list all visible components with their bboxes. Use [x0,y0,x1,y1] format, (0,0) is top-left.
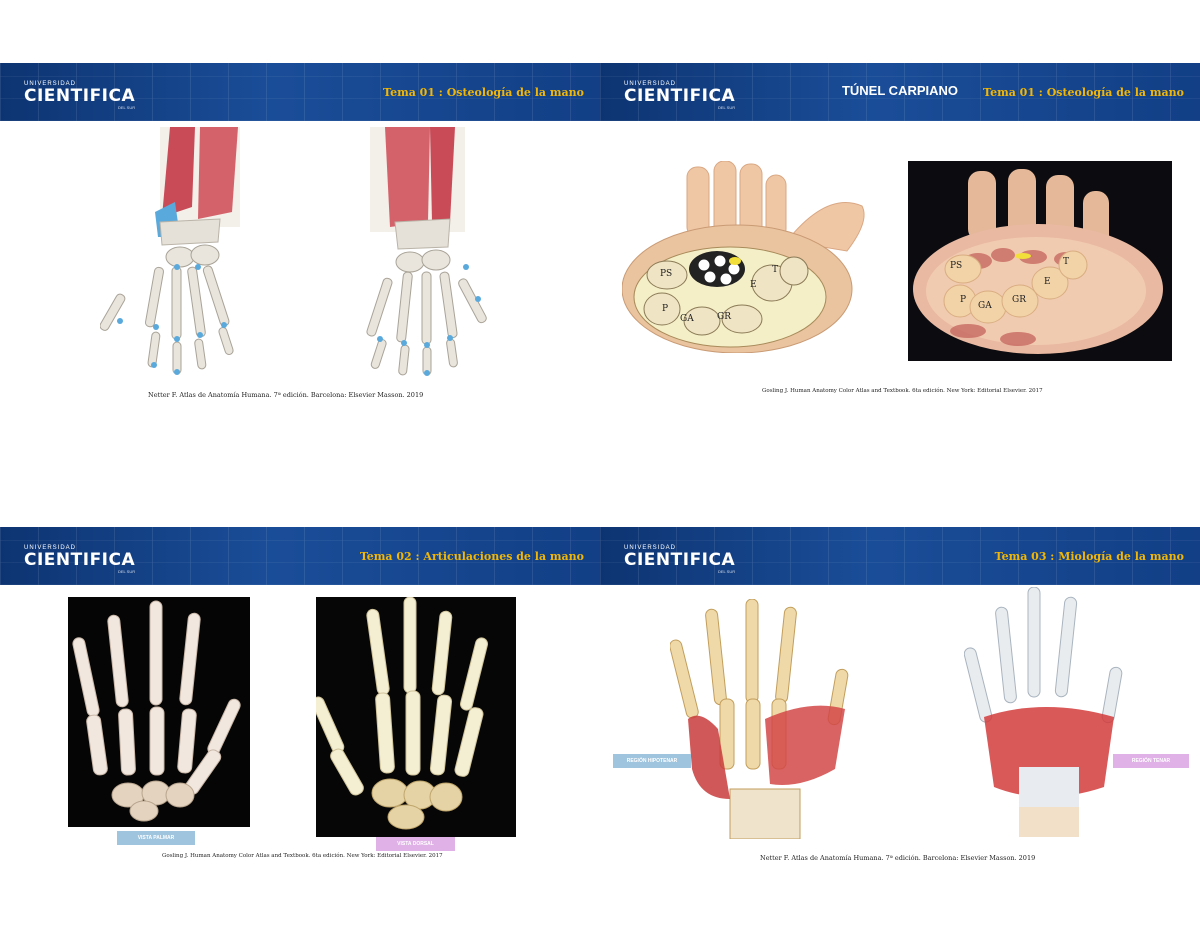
slide-banner: UNIVERSIDAD CIENTIFICA DEL SUR Tema 02 :… [0,527,600,585]
slide-miologia: UNIVERSIDAD CIENTIFICA DEL SUR Tema 03 :… [600,527,1200,927]
university-logo: UNIVERSIDAD CIENTIFICA DEL SUR [24,81,136,110]
citation: Gosling J. Human Anatomy Color Atlas and… [762,388,1043,394]
hand-bones-dorsal-photo [316,597,516,837]
topic-title: Tema 01 : Osteología de la mano [383,86,584,99]
topic-title: Tema 01 : Osteología de la mano [983,86,1184,99]
hand-skeleton-posterior-figure [366,127,487,376]
slide-banner: UNIVERSIDAD CIENTIFICA DEL SUR Tema 03 :… [600,527,1200,585]
photo-labels: PS P GA GR E T [950,257,1070,311]
drawing-labels: PS P GA GR E T [660,265,779,324]
tag-region-tenar: REGIÓN TENAR [1113,754,1189,768]
slide-osteologia-1: UNIVERSIDAD CIENTIFICA DEL SUR Tema 01 :… [0,63,600,463]
university-logo: UNIVERSIDAD CIENTIFICA DEL SUR [624,81,736,110]
citation: Netter F. Atlas de Anatomía Humana. 7ª e… [760,854,1036,862]
carpal-tunnel-photo [908,161,1172,361]
citation: Netter F. Atlas de Anatomía Humana. 7ª e… [148,391,424,399]
slide-title: TÚNEL CARPIANO [841,83,959,98]
tag-vista-dorsal: VISTA DORSAL [376,837,455,851]
citation: Gosling J. Human Anatomy Color Atlas and… [162,853,443,859]
slide-banner: UNIVERSIDAD CIENTIFICA DEL SUR TÚNEL CAR… [600,63,1200,121]
hand-bones-palmar-photo [68,597,250,827]
hand-muscles-deep-figure [964,587,1123,837]
slide-articulaciones: UNIVERSIDAD CIENTIFICA DEL SUR Tema 02 :… [0,527,600,927]
carpal-tunnel-drawing [622,161,865,353]
university-logo: UNIVERSIDAD CIENTIFICA DEL SUR [24,545,136,574]
topic-title: Tema 03 : Miología de la mano [994,550,1184,563]
university-logo: UNIVERSIDAD CIENTIFICA DEL SUR [624,545,736,574]
hand-skeleton-anterior-figure [100,127,240,375]
slide-tunel-carpiano: UNIVERSIDAD CIENTIFICA DEL SUR TÚNEL CAR… [600,63,1200,463]
tag-region-hipotenar: REGIÓN HIPOTENAR [613,754,691,768]
tag-vista-palmar: VISTA PALMAR [117,831,195,845]
hand-muscles-superficial-figure [670,599,849,839]
slide-banner: UNIVERSIDAD CIENTIFICA DEL SUR Tema 01 :… [0,63,600,121]
topic-title: Tema 02 : Articulaciones de la mano [359,550,584,563]
